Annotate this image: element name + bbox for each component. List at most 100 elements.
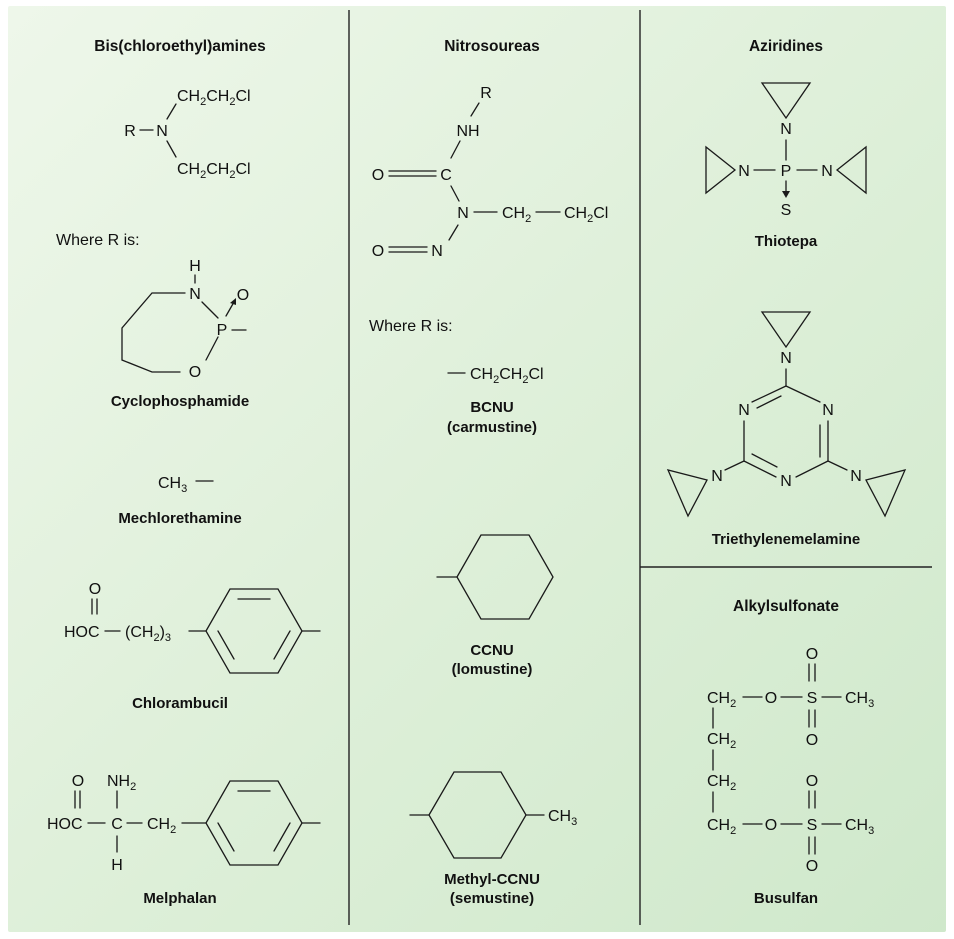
bis-arm-top: CH2CH2Cl <box>177 88 251 108</box>
melph-hoc: HOC <box>47 816 83 833</box>
dative-bond <box>225 301 235 317</box>
nitro-where-r: Where R is: <box>369 318 453 335</box>
bcnu-ch2ch2cl: CH2CH2Cl <box>470 366 544 386</box>
busulfan-ch3-1: CH3 <box>845 690 874 710</box>
methyl-ccnu-subname: (semustine) <box>450 890 534 907</box>
nitro-n2-atom: N <box>431 243 443 260</box>
nitro-o2-atom: O <box>372 243 384 260</box>
cyclophosphamide-name: Cyclophosphamide <box>111 393 249 410</box>
bis-r-atom: R <box>124 123 136 140</box>
ring-double-bond <box>273 822 291 852</box>
bis-n-atom: N <box>156 123 168 140</box>
ccnu-cyclohexyl <box>436 534 554 620</box>
mech-ch3: CH3 <box>158 475 187 495</box>
tem-ring-n3: N <box>780 473 792 490</box>
ring-bond <box>751 385 787 403</box>
thio-n-left: N <box>738 163 750 180</box>
busulfan-name: Busulfan <box>754 890 818 907</box>
aziridine-ring <box>705 145 737 195</box>
triethylenemelamine-name: Triethylenemelamine <box>712 531 860 548</box>
thio-p-atom: P <box>781 163 792 180</box>
chlor-hoc: HOC <box>64 624 100 641</box>
nitro-heading: Nitrosoureas <box>444 38 540 55</box>
tem-n-left: N <box>711 468 723 485</box>
bond <box>205 336 219 361</box>
nitro-ch2: CH2 <box>502 205 531 225</box>
chlorambucil-structure: O HOC (CH2)3 <box>64 581 321 674</box>
figure-panel <box>8 6 946 932</box>
melph-ch2: CH2 <box>147 816 176 836</box>
thio-s-atom: S <box>781 202 792 219</box>
cyclo-h-atom: H <box>189 258 201 275</box>
ring-bond <box>795 460 829 478</box>
thiotepa-structure: N N P N S <box>705 82 867 219</box>
aziridine-ring <box>835 145 867 195</box>
arrowhead <box>230 298 236 305</box>
ring-double-bond <box>217 822 235 852</box>
arrowhead <box>782 191 790 198</box>
melphalan-structure: O NH2 HOC C CH2 H <box>47 773 321 874</box>
alkyl-heading: Alkylsulfonate <box>733 598 839 615</box>
ring-double-bond <box>751 453 778 468</box>
busulfan-o-down-1: O <box>806 732 818 749</box>
tem-n-top: N <box>780 350 792 367</box>
triethylenemelamine-structure: N N N N N N <box>666 311 907 518</box>
busulfan-o-2: O <box>765 817 777 834</box>
chlor-o-atom: O <box>89 581 101 598</box>
meccnu-ch3: CH3 <box>548 808 577 828</box>
bcnu-subname: (carmustine) <box>447 419 537 436</box>
bond <box>448 224 459 241</box>
bond <box>724 460 745 471</box>
ring-bond <box>785 385 821 403</box>
mechlorethamine-group: CH3 <box>158 475 214 495</box>
busulfan-o-down-2: O <box>806 858 818 875</box>
nitro-nh: NH <box>456 123 479 140</box>
bis-heading: Bis(chloroethyl)amines <box>94 38 265 55</box>
ring-double-bond <box>217 630 235 660</box>
cyclohexane-ring <box>456 534 554 620</box>
bcnu-group: CH2CH2Cl <box>447 366 544 386</box>
busulfan-s-1: S <box>807 690 818 707</box>
aziridine-ring <box>865 469 907 518</box>
busulfan-s-2: S <box>807 817 818 834</box>
bond <box>470 102 480 117</box>
nitro-r-atom: R <box>480 85 492 102</box>
busulfan-structure: O CH2 O S CH3 O CH2 CH2 O CH2 O <box>707 646 874 875</box>
cyclo-o-top-atom: O <box>237 287 249 304</box>
bond <box>450 185 460 202</box>
aziridine-ring <box>760 82 812 120</box>
chlor-chain: (CH2)3 <box>125 624 171 644</box>
thio-n-top: N <box>780 121 792 138</box>
cyclohexane-ring <box>428 771 527 859</box>
nitrosoureas-section: Nitrosoureas R NH O C N CH2 CH2Cl O N Wh… <box>369 38 608 907</box>
tem-ring-n1: N <box>738 402 750 419</box>
nitro-o1-atom: O <box>372 167 384 184</box>
busulfan-ch2-4: CH2 <box>707 817 736 837</box>
melphalan-name: Melphalan <box>143 890 216 907</box>
melph-o-atom: O <box>72 773 84 790</box>
bond <box>201 301 219 319</box>
azir-heading: Aziridines <box>749 38 823 55</box>
busulfan-ch2-2: CH2 <box>707 731 736 751</box>
nitrosourea-core-structure: R NH O C N CH2 CH2Cl O N <box>372 85 609 260</box>
benzene-ring <box>205 588 303 674</box>
mechlorethamine-name: Mechlorethamine <box>118 510 241 527</box>
methyl-ccnu-structure: CH3 <box>409 771 577 859</box>
bis-chloroethylamines-section: Bis(chloroethyl)amines R N CH2CH2Cl CH2 C… <box>47 38 321 907</box>
melph-nh2: NH2 <box>107 773 136 793</box>
aziridine-ring <box>666 469 708 518</box>
thio-n-right: N <box>821 163 833 180</box>
aziridine-ring <box>760 311 812 349</box>
benzene-ring <box>205 780 303 866</box>
ring-double-bond <box>273 630 291 660</box>
thiotepa-name: Thiotepa <box>755 233 818 250</box>
bond <box>827 460 848 471</box>
ccnu-subname: (lomustine) <box>452 661 533 678</box>
ccnu-name: CCNU <box>470 642 513 659</box>
chlorambucil-name: Chlorambucil <box>132 695 228 712</box>
cyclophosphamide-structure: H N P O O <box>121 258 249 381</box>
cyclo-o-ring-atom: O <box>189 364 201 381</box>
cyclo-n-atom: N <box>189 286 201 303</box>
alkylsulfonate-section: Alkylsulfonate O CH2 O S CH3 O CH2 CH2 O <box>707 598 874 907</box>
